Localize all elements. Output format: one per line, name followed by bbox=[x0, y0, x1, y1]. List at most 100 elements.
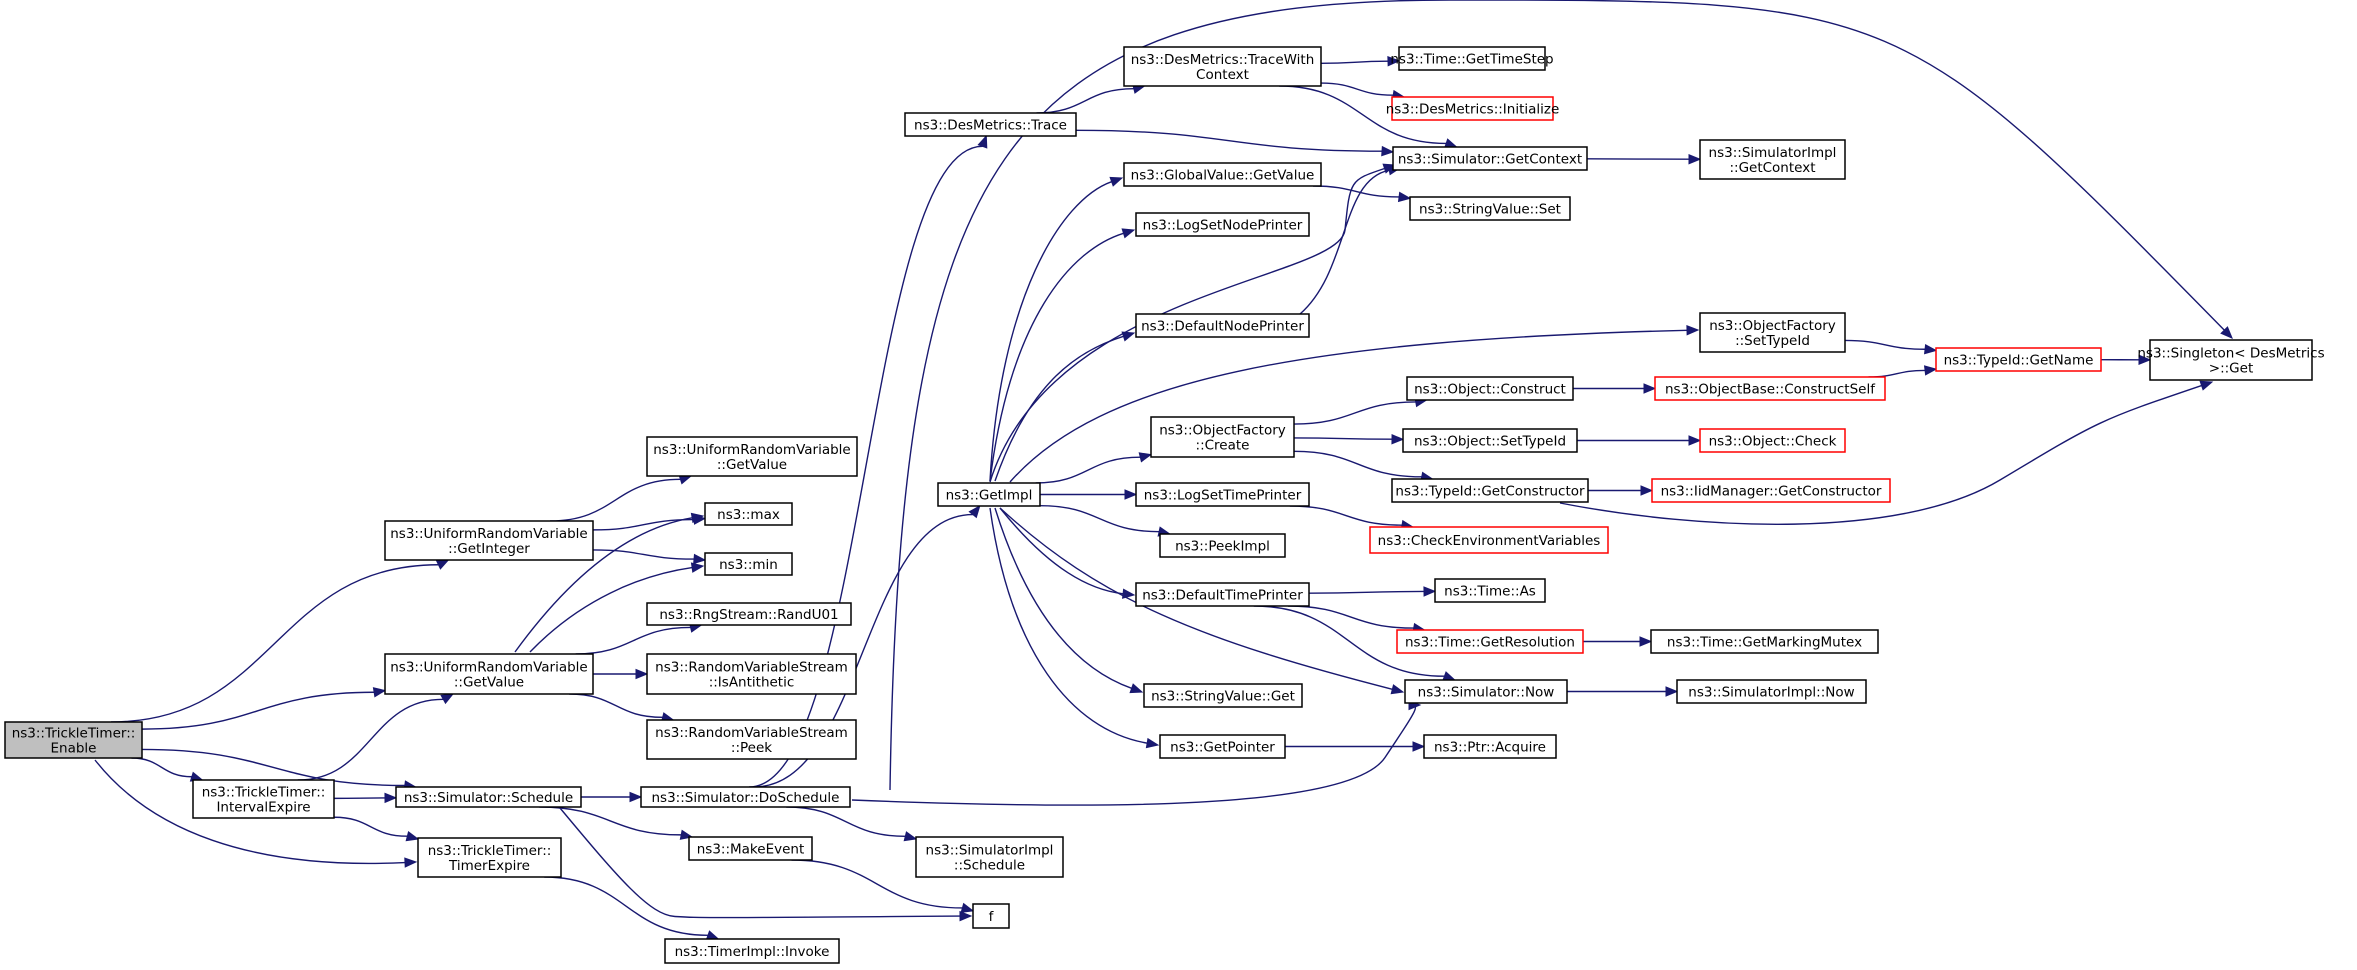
node-timerexpire[interactable]: ns3::TrickleTimer::TimerExpire bbox=[417, 837, 562, 878]
node-simimpl-getcontext[interactable]: ns3::SimulatorImpl::GetContext bbox=[1699, 139, 1846, 180]
node-f[interactable]: f bbox=[972, 903, 1010, 929]
node-label: ns3::Simulator::DoSchedule bbox=[652, 790, 840, 806]
edge-arrowhead bbox=[1665, 686, 1679, 697]
edge-line bbox=[989, 507, 1148, 744]
node-box bbox=[1676, 679, 1867, 704]
edge-arrowhead bbox=[690, 562, 705, 573]
node-getpointer[interactable]: ns3::GetPointer bbox=[1159, 734, 1286, 759]
edge-line bbox=[529, 566, 693, 653]
node-sim-schedule[interactable]: ns3::Simulator::Schedule bbox=[395, 786, 582, 808]
edge-line bbox=[514, 517, 693, 653]
node-box bbox=[972, 903, 1010, 929]
node-getimpl[interactable]: ns3::GetImpl bbox=[937, 482, 1041, 507]
nodes-layer: ns3::TrickleTimer::Enable ns3::UniformRan… bbox=[4, 46, 2325, 964]
node-object-check[interactable]: ns3::Object::Check bbox=[1699, 428, 1846, 453]
edge-line bbox=[544, 876, 708, 937]
node-time-getresolution[interactable]: ns3::Time::GetResolution bbox=[1396, 629, 1584, 654]
node-label: ns3::TypeId::GetConstructor bbox=[1395, 484, 1585, 500]
edge-doschedule-to-sim_now bbox=[851, 699, 1422, 806]
edge-urv_getvalue-to-isantithetic bbox=[592, 668, 649, 680]
edge-line bbox=[999, 507, 1393, 690]
node-stringvalue-get[interactable]: ns3::StringValue::Get bbox=[1143, 683, 1303, 708]
node-object-settypeid[interactable]: ns3::Object::SetTypeId bbox=[1402, 428, 1578, 453]
node-urv-getvalue[interactable]: ns3::UniformRandomVariable::GetValue bbox=[384, 653, 594, 695]
edge-urv_getvalue-to-randu01 bbox=[575, 622, 703, 655]
node-desmetrics-trace[interactable]: ns3::DesMetrics::Trace bbox=[904, 112, 1077, 137]
node-randu01[interactable]: ns3::RngStream::RandU01 bbox=[646, 602, 852, 626]
edge-enable-to-intervalexpire bbox=[131, 757, 204, 782]
node-urv-getinteger[interactable]: ns3::UniformRandomVariable::GetInteger bbox=[384, 520, 594, 561]
node-box bbox=[704, 552, 793, 576]
node-label: ns3::GlobalValue::GetValue bbox=[1131, 168, 1315, 184]
edge-enable-to-urv_getvalue bbox=[141, 687, 387, 730]
node-ptr-acquire[interactable]: ns3::Ptr::Acquire bbox=[1423, 734, 1557, 759]
node-isantithetic[interactable]: ns3::RandomVariableStream::IsAntithetic bbox=[646, 653, 857, 695]
node-simimpl-now[interactable]: ns3::SimulatorImpl::Now bbox=[1676, 679, 1867, 704]
node-label: Context bbox=[1196, 67, 1249, 83]
node-peek[interactable]: ns3::RandomVariableStream::Peek bbox=[646, 719, 857, 760]
edge-arrowhead bbox=[1109, 176, 1124, 187]
node-typeid-getname[interactable]: ns3::TypeId::GetName bbox=[1935, 347, 2102, 372]
node-urv-getvalue2[interactable]: ns3::UniformRandomVariable::GetValue bbox=[646, 436, 858, 477]
node-box bbox=[1159, 533, 1286, 558]
edge-line bbox=[1308, 590, 1425, 594]
node-defaultnodeprinter[interactable]: ns3::DefaultNodePrinter bbox=[1135, 313, 1310, 338]
node-objectbase-constructself[interactable]: ns3::ObjectBase::ConstructSelf bbox=[1654, 376, 1886, 401]
edge-line bbox=[1289, 505, 1403, 526]
node-objectfactory-create[interactable]: ns3::ObjectFactory::Create bbox=[1150, 416, 1295, 458]
edge-urv_getinteger-to-urv_getvalue2 bbox=[550, 474, 693, 522]
edge-arrowhead bbox=[1121, 331, 1136, 342]
edge-getimpl-to-logsettimeprinter bbox=[1040, 489, 1138, 500]
node-label: ns3::Ptr::Acquire bbox=[1434, 740, 1546, 756]
node-label: ns3::ObjectFactory bbox=[1159, 423, 1286, 439]
node-logsetnodeprinter[interactable]: ns3::LogSetNodePrinter bbox=[1135, 212, 1310, 237]
edge-arrowhead bbox=[903, 831, 918, 842]
node-enable[interactable]: ns3::TrickleTimer::Enable bbox=[4, 721, 143, 759]
node-simimpl-schedule[interactable]: ns3::SimulatorImpl::Schedule bbox=[915, 836, 1064, 878]
node-objectfactory-settypeid[interactable]: ns3::ObjectFactory::SetTypeId bbox=[1699, 312, 1846, 353]
node-stringvalue-set[interactable]: ns3::StringValue::Set bbox=[1409, 196, 1571, 221]
node-checkenv[interactable]: ns3::CheckEnvironmentVariables bbox=[1369, 526, 1609, 554]
node-typeid-getconstructor[interactable]: ns3::TypeId::GetConstructor bbox=[1391, 478, 1589, 503]
edge-getimpl-to-getpointer bbox=[989, 507, 1160, 749]
node-singleton-get[interactable]: ns3::Singleton< DesMetrics >::Get bbox=[2137, 339, 2325, 381]
edge-arrowhead bbox=[693, 553, 707, 565]
node-desmetrics-initialize[interactable]: ns3::DesMetrics::Initialize bbox=[1386, 96, 1560, 121]
node-globalvalue-getvalue[interactable]: ns3::GlobalValue::GetValue bbox=[1123, 162, 1322, 187]
node-makeevent[interactable]: ns3::MakeEvent bbox=[688, 836, 813, 861]
node-iidmanager-getconstructor[interactable]: ns3::IidManager::GetConstructor bbox=[1651, 478, 1891, 503]
edge-sim_schedule-to-doschedule bbox=[580, 791, 643, 803]
node-box bbox=[1391, 96, 1554, 121]
node-box bbox=[646, 436, 858, 477]
node-sim-now[interactable]: ns3::Simulator::Now bbox=[1404, 679, 1568, 704]
edge-getimpl-to-defaultnodeprinter bbox=[994, 331, 1136, 482]
edge-typeid_getname-to-singleton_get bbox=[2100, 354, 2152, 366]
node-peekimpl[interactable]: ns3::PeekImpl bbox=[1159, 533, 1286, 558]
node-sim-getcontext[interactable]: ns3::Simulator::GetContext bbox=[1392, 146, 1588, 171]
node-label: ns3::StringValue::Get bbox=[1151, 689, 1295, 705]
node-max[interactable]: ns3::max bbox=[704, 502, 793, 526]
node-label: ns3::DesMetrics::Trace bbox=[914, 118, 1067, 134]
node-time-gettimestep[interactable]: ns3::Time::GetTimeStep bbox=[1390, 46, 1554, 71]
edge-doschedule-to-getimpl bbox=[753, 504, 981, 788]
node-defaulttimeprinter[interactable]: ns3::DefaultTimePrinter bbox=[1135, 582, 1310, 607]
edge-line bbox=[569, 693, 663, 719]
node-doschedule[interactable]: ns3::Simulator::DoSchedule bbox=[640, 786, 851, 808]
node-time-as[interactable]: ns3::Time::As bbox=[1434, 578, 1546, 603]
edge-intervalexpire-to-urv_getvalue bbox=[297, 693, 455, 781]
node-box bbox=[2149, 339, 2313, 381]
node-label: ns3::ObjectFactory bbox=[1709, 318, 1836, 334]
node-logsettimeprinter[interactable]: ns3::LogSetTimePrinter bbox=[1135, 482, 1310, 507]
edge-line bbox=[889, 0, 2225, 791]
edge-line bbox=[1287, 605, 1414, 629]
node-timerimpl-invoke[interactable]: ns3::TimerImpl::Invoke bbox=[664, 938, 840, 964]
node-object-construct[interactable]: ns3::Object::Construct bbox=[1406, 376, 1574, 401]
edge-line bbox=[1320, 82, 1394, 96]
node-label: ns3::UniformRandomVariable bbox=[390, 526, 588, 542]
node-min[interactable]: ns3::min bbox=[704, 552, 793, 576]
node-box bbox=[1699, 139, 1846, 180]
node-intervalexpire[interactable]: ns3::TrickleTimer::IntervalExpire bbox=[192, 779, 335, 819]
node-time-getmarkingmutex[interactable]: ns3::Time::GetMarkingMutex bbox=[1650, 629, 1879, 654]
edge-getpointer-to-ptr_acquire bbox=[1285, 741, 1426, 752]
